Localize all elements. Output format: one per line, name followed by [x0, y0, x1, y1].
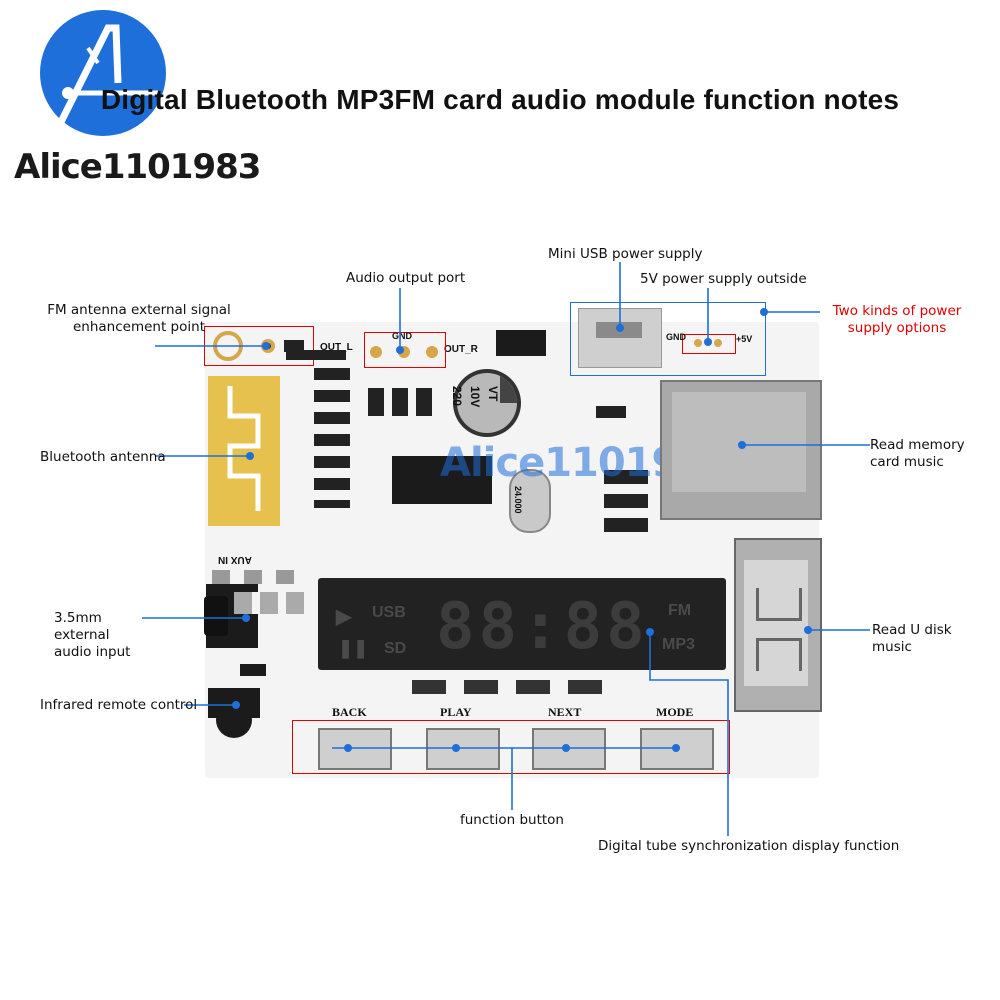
- crystal-icon: [509, 469, 551, 533]
- brand-watermark: Alice1101983: [14, 147, 261, 187]
- digital-tube-display: [318, 578, 726, 670]
- usb-a-inner: [744, 560, 808, 686]
- smd-row-lower: [412, 680, 602, 694]
- back-button[interactable]: [318, 728, 392, 770]
- label-digital-tube: Digital tube synchronization display fun…: [598, 838, 900, 854]
- power-gnd-label: GND: [666, 332, 686, 342]
- display-sd: SD: [384, 640, 407, 657]
- smd-single: [596, 406, 626, 418]
- out-l-label: OUT_L: [320, 342, 353, 353]
- capacitor-icon: [453, 369, 521, 437]
- diode-component: [496, 330, 546, 356]
- main-ic-chip: [392, 456, 492, 504]
- next-button[interactable]: [532, 728, 606, 770]
- label-power-options: Two kinds of power supply options: [832, 303, 962, 336]
- btn-play-label: PLAY: [440, 705, 472, 719]
- label-audio-output: Audio output port: [346, 270, 466, 286]
- smd-row: [286, 350, 346, 360]
- 5v-pads-icon: [694, 339, 722, 347]
- audio-gnd-label: GND: [392, 331, 412, 341]
- function-button-highlight: [292, 720, 730, 774]
- label-udisk: Read U disk music: [872, 622, 952, 655]
- sd-card-inner: [672, 392, 806, 492]
- audio-output-highlight: [364, 332, 446, 368]
- btn-mode-label: MODE: [656, 705, 694, 719]
- logo-icon: [40, 10, 166, 136]
- power-options-box: [570, 302, 766, 376]
- label-mini-usb: Mini USB power supply: [548, 246, 703, 262]
- label-5v: 5V power supply outside: [640, 271, 807, 287]
- bluetooth-antenna-icon: [208, 376, 280, 526]
- label-bluetooth-antenna: Bluetooth antenna: [40, 449, 166, 465]
- smd-group: [368, 388, 438, 416]
- btn-back-label: BACK: [332, 705, 367, 719]
- display-mp3: MP3: [662, 636, 695, 653]
- display-usb: USB: [372, 604, 406, 621]
- aux-pads: [234, 592, 304, 614]
- play-button[interactable]: [426, 728, 500, 770]
- display-fm: FM: [668, 602, 692, 619]
- 5v-pads-highlight: [682, 334, 736, 354]
- label-ir-remote: Infrared remote control: [40, 697, 198, 713]
- smd-column: [314, 368, 350, 508]
- display-pause-icon: ❚❚: [338, 638, 369, 658]
- smd-right-group: [604, 470, 648, 540]
- smd-ir: [240, 664, 266, 676]
- label-aux-input: 3.5mm external audio input: [54, 610, 131, 660]
- display-play-icon: ▶: [336, 606, 352, 628]
- audio-pads-icon: [370, 346, 438, 358]
- label-fm-antenna: FM antenna external signal enhancement p…: [47, 302, 231, 335]
- label-function-button: function button: [460, 812, 564, 828]
- btn-next-label: NEXT: [548, 705, 582, 719]
- aux-jack-hole: [204, 596, 228, 636]
- label-memory-card: Read memory card music: [870, 437, 965, 470]
- usb-a-contact-top: [756, 588, 802, 621]
- display-digits: 88:88: [436, 590, 649, 664]
- usb-a-contact-bottom: [756, 638, 802, 671]
- aux-pins: [212, 570, 308, 584]
- page-title: Digital Bluetooth MP3FM card audio modul…: [100, 84, 900, 115]
- out-r-label: OUT_R: [444, 344, 478, 355]
- plus5v-label: +5V: [736, 334, 753, 344]
